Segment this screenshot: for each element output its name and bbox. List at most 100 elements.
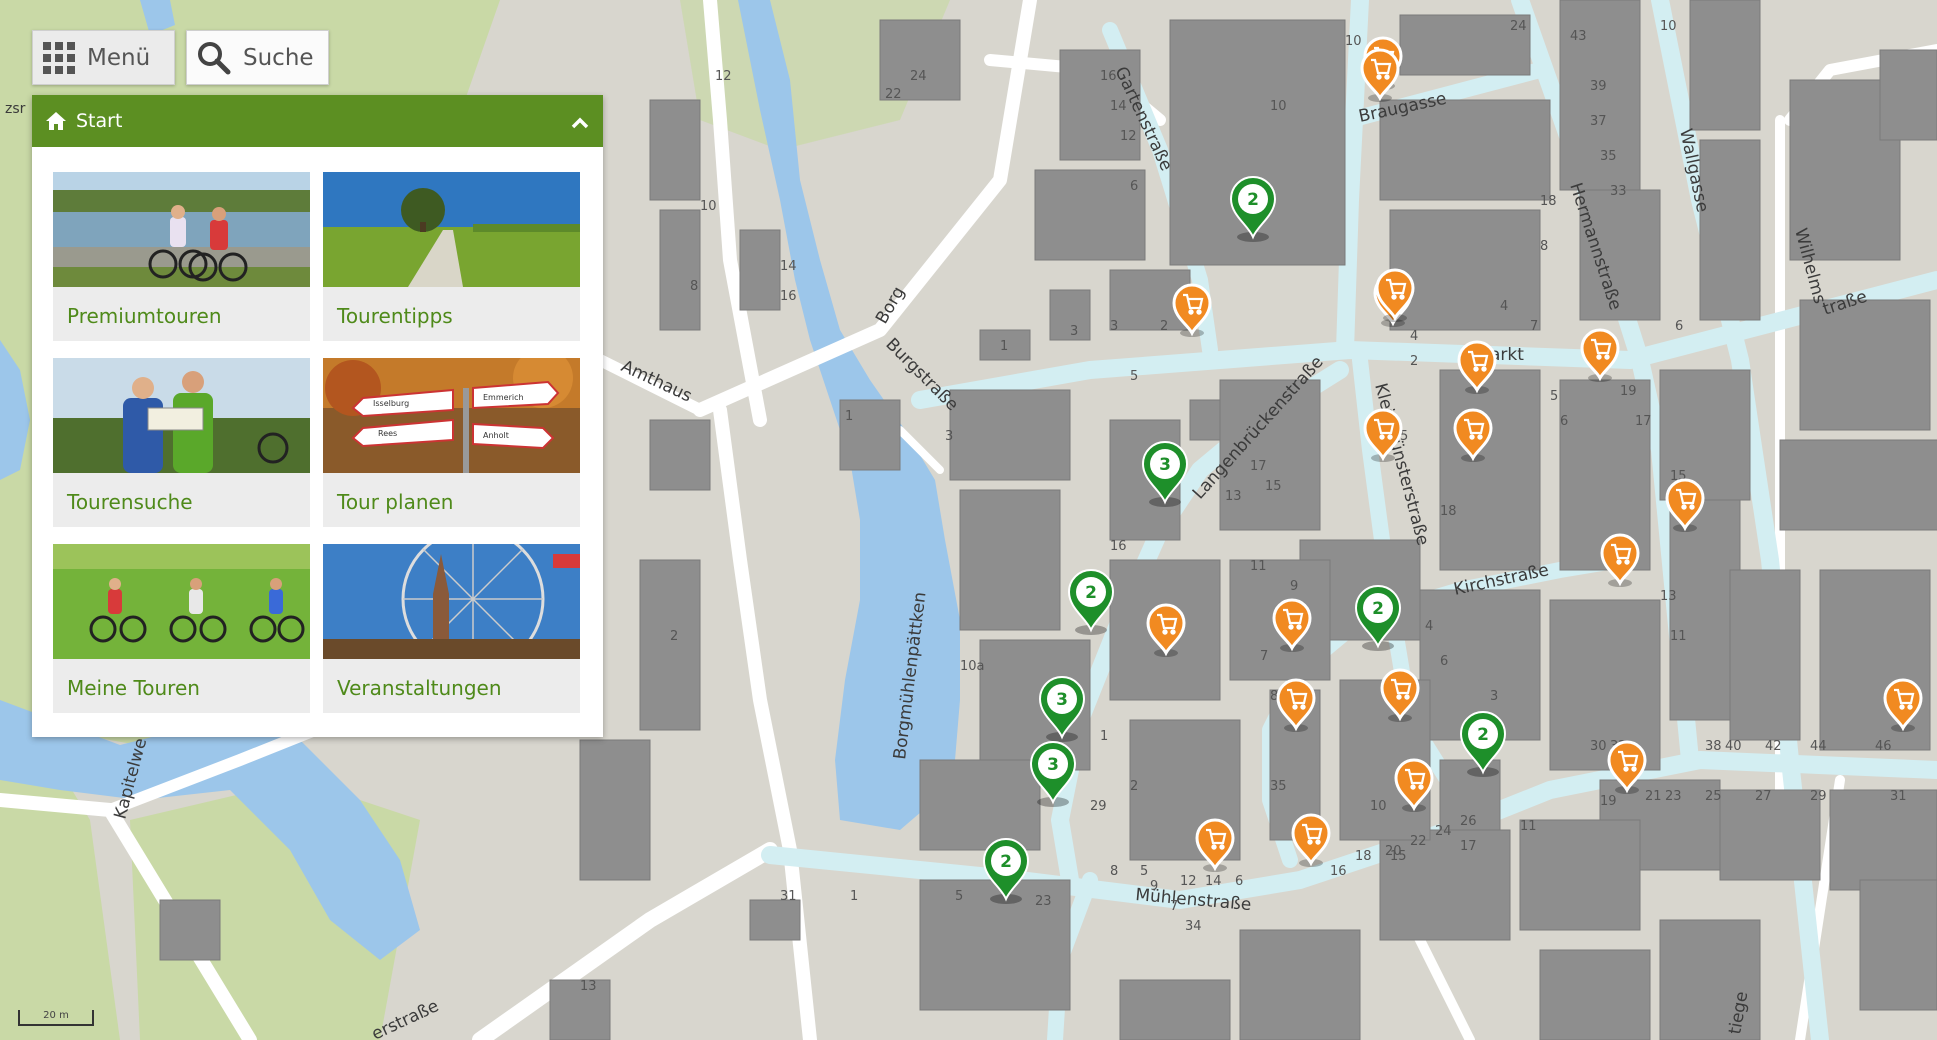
house-number: 2	[670, 629, 678, 644]
house-number: 5	[1140, 864, 1148, 879]
tour-cluster-marker[interactable]: 2	[1067, 569, 1115, 635]
house-number: 33	[1610, 184, 1627, 199]
house-number: 6	[1675, 319, 1683, 334]
shop-marker[interactable]	[1457, 340, 1497, 394]
shop-marker[interactable]	[1607, 740, 1647, 794]
tour-cluster-marker[interactable]: 2	[982, 838, 1030, 904]
shop-marker[interactable]	[1195, 818, 1235, 872]
tile-tourentipps[interactable]: Tourentipps	[323, 172, 580, 341]
tour-cluster-marker[interactable]: 2	[1459, 711, 1507, 777]
cluster-count: 2	[1372, 599, 1384, 619]
search-icon	[197, 41, 231, 75]
cyclists-meadow-photo	[53, 544, 310, 659]
shop-marker[interactable]	[1363, 408, 1403, 462]
house-number: 1	[1000, 339, 1008, 354]
shop-marker[interactable]	[1580, 328, 1620, 382]
house-number: 13	[580, 979, 597, 994]
shopping-cart-icon	[1618, 750, 1639, 772]
tile-label: Tourentipps	[337, 304, 453, 328]
shop-marker[interactable]	[1453, 408, 1493, 462]
shop-marker[interactable]	[1375, 268, 1415, 322]
shop-marker[interactable]	[1600, 533, 1640, 587]
house-number: 4	[1425, 619, 1433, 634]
chevron-up-icon[interactable]	[571, 112, 589, 134]
house-number: 1	[850, 889, 858, 904]
house-number: 44	[1810, 739, 1827, 754]
shop-marker[interactable]	[1394, 758, 1434, 812]
shop-marker[interactable]	[1883, 678, 1923, 732]
house-number: 3	[945, 429, 953, 444]
tile-premiumtouren[interactable]: Premiumtouren	[53, 172, 310, 341]
house-number: 31	[1890, 789, 1907, 804]
house-number: 21	[1645, 789, 1662, 804]
house-number: 16	[1110, 539, 1127, 554]
house-number: 37	[1590, 114, 1607, 129]
shop-marker[interactable]	[1276, 678, 1316, 732]
tile-veranstaltungen[interactable]: Veranstaltungen	[323, 544, 580, 713]
shop-marker[interactable]	[1291, 813, 1331, 867]
shopping-cart-icon	[1391, 678, 1412, 700]
house-number: 14	[1110, 99, 1127, 114]
shop-marker[interactable]	[1172, 283, 1212, 337]
house-number: 3	[1110, 319, 1118, 334]
shopping-cart-icon	[1611, 543, 1632, 565]
house-number: 7	[1170, 899, 1178, 914]
tour-cluster-marker[interactable]: 3	[1141, 441, 1189, 507]
house-number: 42	[1765, 739, 1782, 754]
house-number: 25	[1705, 789, 1722, 804]
cluster-count: 3	[1159, 455, 1171, 475]
tour-cluster-marker[interactable]: 2	[1229, 176, 1277, 242]
search-label: Suche	[243, 44, 314, 71]
shop-marker[interactable]	[1146, 603, 1186, 657]
tile-tourensuche[interactable]: Tourensuche	[53, 358, 310, 527]
house-number: 46	[1875, 739, 1892, 754]
tile-label: Tour planen	[337, 490, 454, 514]
house-number: 9	[1150, 879, 1158, 894]
house-number: 7	[1530, 319, 1538, 334]
cluster-count: 2	[1000, 852, 1012, 872]
house-number: 2	[1130, 779, 1138, 794]
house-number: 35	[1600, 149, 1617, 164]
tile-tour-planen[interactable]: Isselburg Emmerich Rees Anholt Tour plan…	[323, 358, 580, 527]
tile-label: Premiumtouren	[67, 304, 222, 328]
tour-cluster-marker[interactable]: 3	[1038, 676, 1086, 742]
house-number: 23	[1035, 894, 1052, 909]
house-number: 5	[1400, 429, 1408, 444]
tour-cluster-markers[interactable]: 2 3 2 2 3 3 2 2	[982, 176, 1507, 904]
house-number: 16	[780, 289, 797, 304]
house-number: 19	[1600, 794, 1617, 809]
house-number: 4	[1410, 329, 1418, 344]
house-number: 14	[1205, 874, 1222, 889]
house-number: 3	[1070, 324, 1078, 339]
panel-header[interactable]: Start	[32, 95, 603, 147]
house-number: 34	[1185, 919, 1202, 934]
house-number: 12	[1180, 874, 1197, 889]
tile-meine-touren[interactable]: Meine Touren	[53, 544, 310, 713]
house-number: 2	[1160, 319, 1168, 334]
tile-label: Meine Touren	[67, 676, 200, 700]
house-number: 8	[1540, 239, 1548, 254]
shopping-cart-icon	[1386, 278, 1407, 300]
shopping-cart-icon	[1468, 350, 1489, 372]
shop-marker[interactable]	[1272, 598, 1312, 652]
menu-button[interactable]: Menü	[32, 30, 175, 85]
shop-marker[interactable]	[1665, 478, 1705, 532]
street-label-zs: zsr	[5, 101, 26, 117]
house-number: 10	[1370, 799, 1387, 814]
sign-text: Anholt	[483, 431, 509, 440]
tour-cluster-marker[interactable]: 2	[1354, 585, 1402, 651]
house-number: 12	[715, 69, 732, 84]
house-numbers: 2422121024433937353310161412635188475101…	[580, 19, 1907, 994]
house-number: 15	[1390, 849, 1407, 864]
shop-marker[interactable]	[1380, 668, 1420, 722]
search-button[interactable]: Suche	[186, 30, 329, 85]
house-number: 17	[1250, 459, 1267, 474]
house-number: 17	[1635, 414, 1652, 429]
shop-markers[interactable]	[1146, 36, 1923, 872]
shopping-cart-icon	[1206, 828, 1227, 850]
house-number: 7	[1260, 649, 1268, 664]
house-number: 12	[1120, 129, 1137, 144]
shop-marker[interactable]	[1360, 48, 1400, 102]
tour-cluster-marker[interactable]: 3	[1029, 741, 1077, 807]
shopping-cart-icon	[1464, 418, 1485, 440]
